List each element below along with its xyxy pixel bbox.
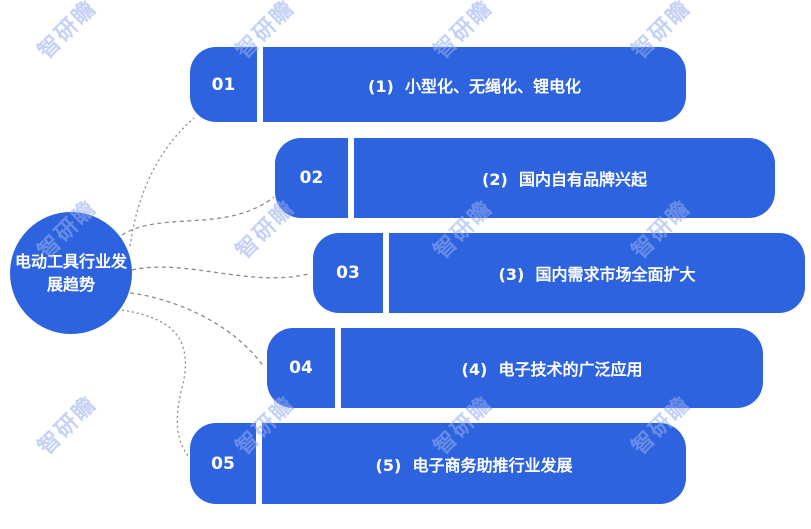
item-5-number-badge: 05 <box>190 423 256 504</box>
item-1-label: (1) 小型化、无绳化、锂电化 <box>263 47 686 122</box>
item-2-number-badge: 02 <box>275 138 348 218</box>
item-3-label: (3) 国内需求市场全面扩大 <box>389 233 805 313</box>
trend-item-2: 02 (2) 国内自有品牌兴起 <box>275 138 775 218</box>
item-4-label: (4) 电子技术的广泛应用 <box>341 328 763 408</box>
center-node: 电动工具行业发 展趋势 <box>10 212 132 334</box>
trend-item-3: 03 (3) 国内需求市场全面扩大 <box>313 233 805 313</box>
connector-item-3 <box>131 266 309 279</box>
item-5-label: (5) 电子商务助推行业发展 <box>262 423 686 504</box>
center-node-title-line-2: 展趋势 <box>46 275 95 294</box>
connector-item-1 <box>129 117 195 247</box>
trend-item-1: 01 (1) 小型化、无绳化、锂电化 <box>190 47 686 122</box>
item-3-number-badge: 03 <box>313 233 383 313</box>
connector-item-2 <box>121 196 275 236</box>
connector-item-5 <box>121 309 190 458</box>
connector-item-4 <box>129 292 265 368</box>
item-4-number-badge: 04 <box>267 328 335 408</box>
trend-item-5: 05 (5) 电子商务助推行业发展 <box>190 423 686 504</box>
center-node-title-line-1: 电动工具行业发 <box>14 252 127 271</box>
item-1-number-badge: 01 <box>190 47 257 122</box>
item-2-label: (2) 国内自有品牌兴起 <box>354 138 775 218</box>
trend-item-4: 04 (4) 电子技术的广泛应用 <box>267 328 763 408</box>
